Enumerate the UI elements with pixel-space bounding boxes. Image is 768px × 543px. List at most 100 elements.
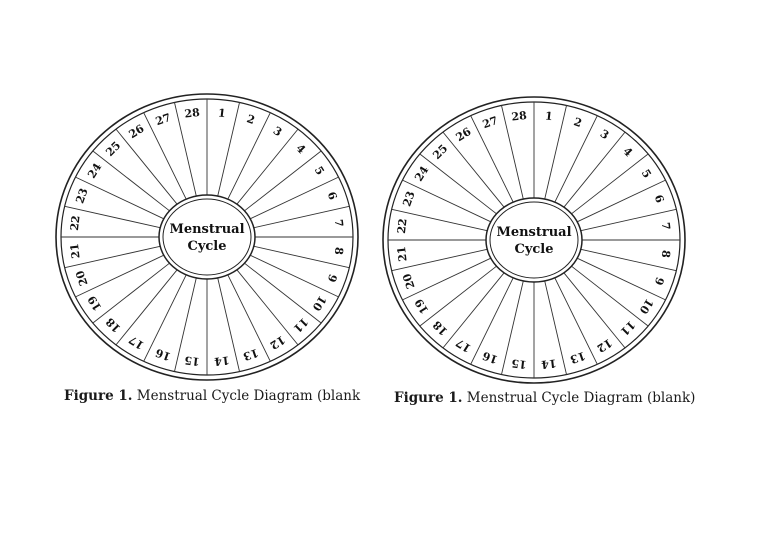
day-divider <box>554 277 598 365</box>
day-label: 4 <box>293 142 308 157</box>
day-label: 28 <box>184 106 201 121</box>
day-label: 14 <box>540 356 557 371</box>
day-divider <box>419 265 497 327</box>
caption-label: Figure 1. <box>394 390 463 406</box>
day-label: 27 <box>481 114 500 131</box>
center-label-line1: Menstrual <box>496 225 571 240</box>
day-divider <box>563 272 626 349</box>
day-divider <box>75 176 164 220</box>
center-label-line2: Cycle <box>187 239 226 254</box>
day-label: 13 <box>241 346 260 363</box>
day-divider <box>115 128 178 205</box>
day-divider <box>92 262 170 324</box>
day-divider <box>253 245 350 269</box>
center-label-line1: Menstrual <box>169 222 244 237</box>
day-divider <box>571 265 649 327</box>
day-label: 15 <box>511 356 528 371</box>
caption-text: Menstrual Cycle Diagram (blank <box>136 388 361 404</box>
day-label: 21 <box>395 246 410 263</box>
day-label: 16 <box>154 346 173 363</box>
day-label: 23 <box>400 189 417 208</box>
day-divider <box>391 208 488 232</box>
day-divider <box>143 112 187 200</box>
day-divider <box>174 102 197 197</box>
day-label: 19 <box>85 293 104 313</box>
day-label: 16 <box>481 349 500 366</box>
day-label: 8 <box>659 249 673 258</box>
day-divider <box>571 153 649 215</box>
day-label: 7 <box>659 222 673 231</box>
day-label: 28 <box>511 109 528 124</box>
day-label: 11 <box>291 315 311 335</box>
day-label: 24 <box>85 161 104 181</box>
day-label: 2 <box>572 115 584 130</box>
day-label: 9 <box>325 272 340 284</box>
day-label: 1 <box>217 106 226 120</box>
day-label: 15 <box>184 353 201 368</box>
day-divider <box>402 179 491 223</box>
day-label: 20 <box>400 271 417 290</box>
day-divider <box>227 274 271 362</box>
center-hub: Menstrual Cycle <box>485 197 583 283</box>
day-label: 26 <box>454 125 474 144</box>
day-divider <box>250 176 339 220</box>
day-label: 17 <box>454 336 474 355</box>
day-label: 5 <box>639 167 654 180</box>
day-divider <box>577 257 666 301</box>
day-divider <box>544 280 567 375</box>
day-label: 3 <box>598 127 611 142</box>
day-dividers <box>61 99 353 375</box>
center-label-line2: Cycle <box>514 242 553 257</box>
day-label: 23 <box>73 186 90 205</box>
day-label: 3 <box>271 124 284 139</box>
day-label: 27 <box>154 111 173 128</box>
day-divider <box>75 254 164 298</box>
day-dividers <box>388 102 680 378</box>
figure-caption-right: Figure 1. Menstrual Cycle Diagram (blank… <box>394 390 695 406</box>
day-label: 11 <box>618 318 638 338</box>
day-label: 12 <box>268 333 288 352</box>
day-divider <box>402 257 491 301</box>
day-label: 2 <box>245 112 257 127</box>
day-label: 6 <box>325 190 340 202</box>
day-label: 14 <box>213 353 230 368</box>
day-label: 6 <box>652 193 667 205</box>
center-hub: Menstrual Cycle <box>158 194 256 280</box>
day-label: 26 <box>127 122 147 141</box>
day-label: 25 <box>103 139 123 159</box>
day-divider <box>174 277 197 372</box>
day-divider <box>217 277 240 372</box>
day-label: 22 <box>395 218 410 235</box>
day-label: 25 <box>430 142 450 162</box>
day-divider <box>470 277 514 365</box>
day-label: 8 <box>332 246 346 255</box>
day-divider <box>501 280 524 375</box>
day-divider <box>64 245 161 269</box>
day-label: 18 <box>430 318 450 338</box>
day-label: 21 <box>68 243 83 260</box>
day-label: 1 <box>544 109 553 123</box>
day-divider <box>544 105 567 200</box>
day-label: 12 <box>595 336 615 355</box>
day-divider <box>577 179 666 223</box>
day-label: 18 <box>103 315 123 335</box>
day-divider <box>236 269 299 346</box>
day-label: 24 <box>412 164 431 184</box>
day-divider <box>115 269 178 346</box>
day-divider <box>391 248 488 272</box>
day-divider <box>253 205 350 229</box>
day-divider <box>580 248 677 272</box>
day-divider <box>227 112 271 200</box>
day-label: 13 <box>568 349 587 366</box>
day-label: 5 <box>312 164 327 177</box>
day-label: 19 <box>412 296 431 316</box>
day-divider <box>470 115 514 203</box>
day-label: 22 <box>68 215 83 232</box>
day-label: 7 <box>332 219 346 228</box>
day-label: 10 <box>309 293 328 313</box>
day-divider <box>236 128 299 205</box>
day-divider <box>143 274 187 362</box>
